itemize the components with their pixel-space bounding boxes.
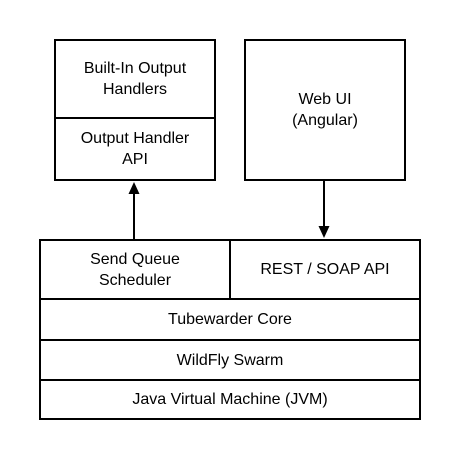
tubewarder-core-label: Tubewarder Core [168,311,292,328]
scheduler-to-output-api-arrow-head [128,182,140,194]
wildfly-swarm-label: WildFly Swarm [176,351,284,369]
built-in-output-handlers-label: Built-In Output Handlers [83,60,187,98]
jvm-label: Java Virtual Machine (JVM) [132,391,328,408]
stack-column-divider [229,239,231,299]
web-ui-block [244,39,406,181]
output-handler-api-label: Output Handler API [80,130,190,168]
stack-divider-2 [39,339,421,341]
web-ui-label: Web UI (Angular) [292,91,358,129]
output-handlers-block [54,39,216,181]
stack-divider-3 [39,379,421,381]
output-handlers-divider [54,117,216,119]
send-queue-scheduler-label: Send Queue Scheduler [90,250,180,289]
rest-soap-api-label: REST / SOAP API [260,261,390,278]
stack-divider-1 [39,298,421,300]
web-ui-to-rest-arrow-head [318,226,330,238]
